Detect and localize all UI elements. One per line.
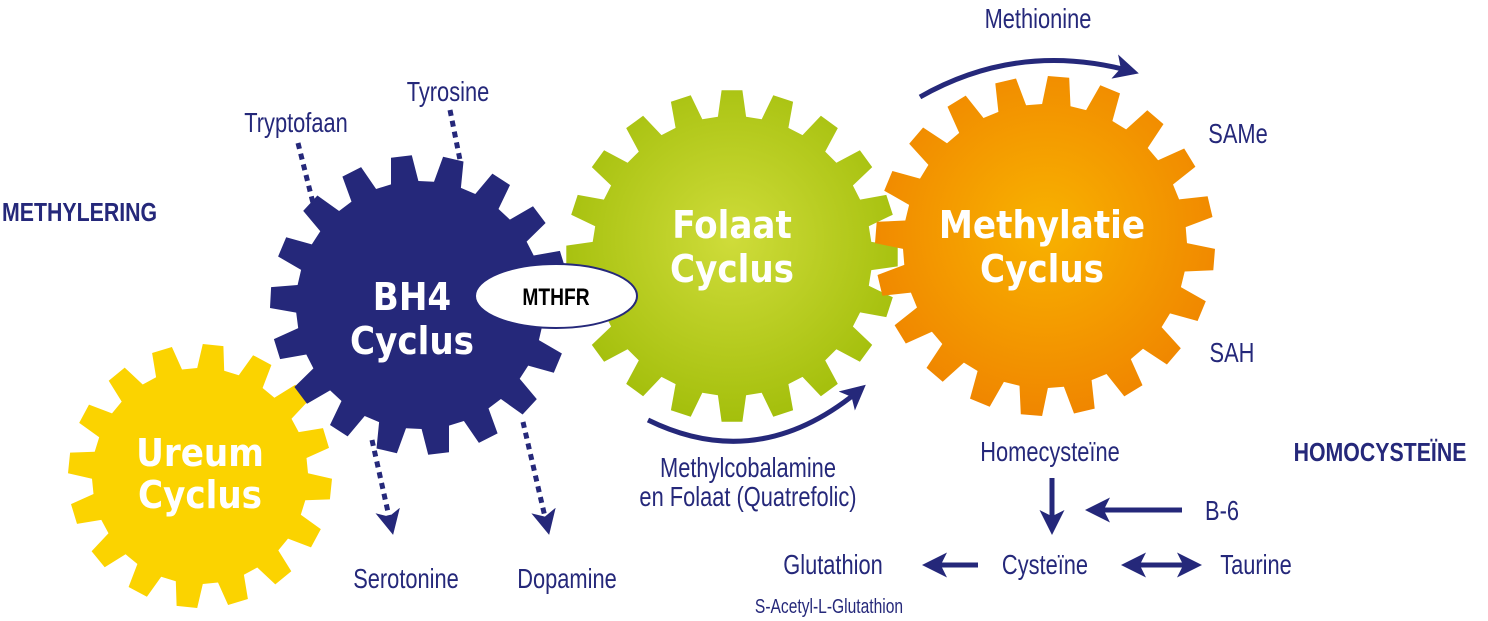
serotonine-dotted-arrow [369, 439, 400, 535]
mthfr-badge: MTHFR [474, 263, 638, 329]
cysteine-label: Cysteïne [1002, 549, 1088, 580]
bh4-label-1: BH4 [373, 274, 451, 319]
methionine-curved-arrow [918, 54, 1139, 100]
methylatie-label-2: Cyclus [980, 246, 1104, 291]
ureum-gear [68, 344, 332, 608]
same-label: SAMe [1208, 118, 1267, 149]
methylcobalamine-curved-arrow [646, 384, 866, 444]
folaat-label-2: Cyclus [670, 246, 794, 291]
tryptofaan-dotted-line [295, 142, 317, 208]
glutathion-label: Glutathion [783, 549, 883, 580]
bh4-gear [270, 155, 570, 455]
taurine-label: Taurine [1220, 549, 1292, 580]
ureum-label-2: Cyclus [138, 472, 262, 517]
folaat-gear [566, 90, 898, 422]
sah-label: SAH [1210, 337, 1255, 368]
b6-label: B-6 [1205, 495, 1239, 526]
methylatie-gear [875, 76, 1215, 416]
tyrosine-label: Tyrosine [407, 76, 489, 107]
ureum-label-1: Ureum [136, 430, 264, 475]
s-acetyl-glutathion-label: S-Acetyl-L-Glutathion [755, 595, 903, 617]
bh4-label-2: Cyclus [350, 318, 474, 363]
tryptofaan-label: Tryptofaan [244, 107, 348, 138]
dopamine-label: Dopamine [517, 563, 616, 594]
serotonine-label: Serotonine [353, 563, 459, 594]
tyrosine-dotted-line [447, 109, 463, 161]
homocysteine-heading: HOMOCYSTEÏNE [1294, 438, 1467, 468]
methylatie-label-1: Methylatie [939, 202, 1145, 247]
methylering-heading: METHYLERING [2, 198, 157, 228]
folaat-label-1: Folaat [672, 202, 792, 247]
methylcobalamine-label-2: en Folaat (Quatrefolic) [639, 481, 856, 512]
mthfr-label: MTHFR [522, 283, 589, 311]
methionine-label: Methionine [985, 3, 1092, 34]
dopamine-dotted-arrow [520, 421, 556, 535]
homecysteine-label: Homecysteïne [980, 436, 1120, 467]
methylcobalamine-label-1: Methylcobalamine [660, 452, 836, 483]
